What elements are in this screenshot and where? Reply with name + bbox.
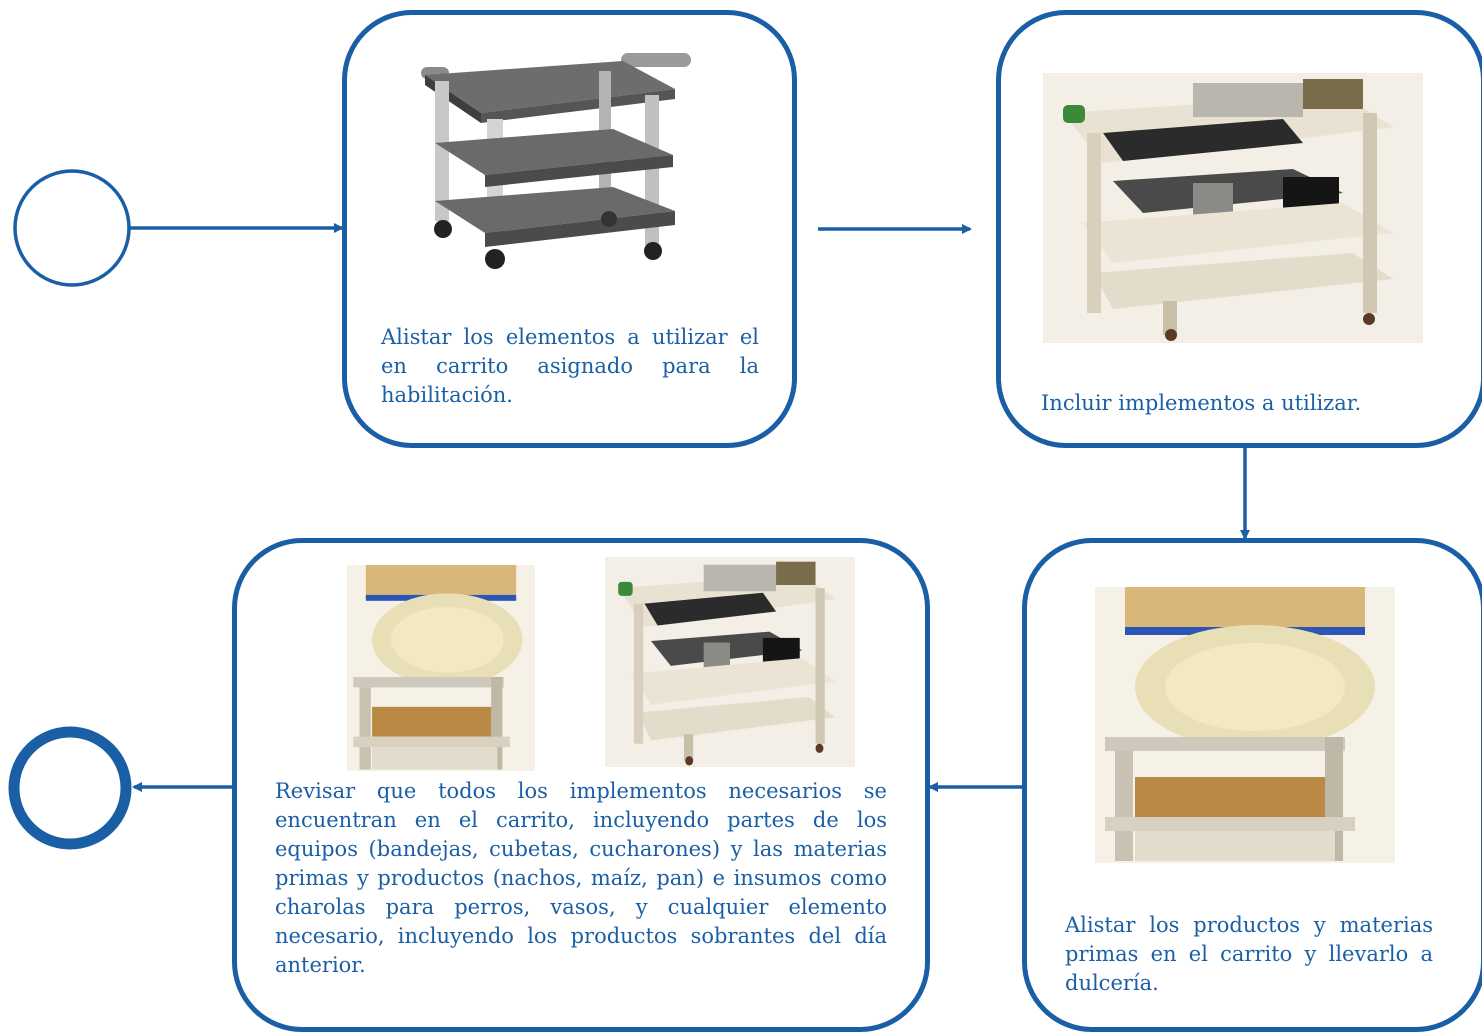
start-circle bbox=[13, 169, 131, 287]
cart-with-equipment-image bbox=[1043, 73, 1423, 343]
step-3-box: Alistar los productos y materias primas … bbox=[1022, 538, 1482, 1032]
step-1-text: Alistar los elementos a utilizar el en c… bbox=[381, 325, 759, 407]
step-3-text: Alistar los productos y materias primas … bbox=[1065, 913, 1433, 995]
step-4-box: Revisar que todos los implementos necesa… bbox=[232, 538, 930, 1032]
cart-with-products-image bbox=[1095, 587, 1395, 863]
step-2-box: Incluir implementos a utilizar. bbox=[996, 10, 1482, 448]
step-4-equipment-image bbox=[605, 557, 855, 767]
step-4-products-image bbox=[347, 565, 535, 771]
empty-serving-cart-image bbox=[421, 53, 691, 269]
end-circle bbox=[8, 726, 132, 850]
step-1-box: Alistar los elementos a utilizar el en c… bbox=[342, 10, 797, 448]
step-2-text: Incluir implementos a utilizar. bbox=[1041, 391, 1362, 415]
step-4-text: Revisar que todos los implementos necesa… bbox=[275, 779, 887, 977]
